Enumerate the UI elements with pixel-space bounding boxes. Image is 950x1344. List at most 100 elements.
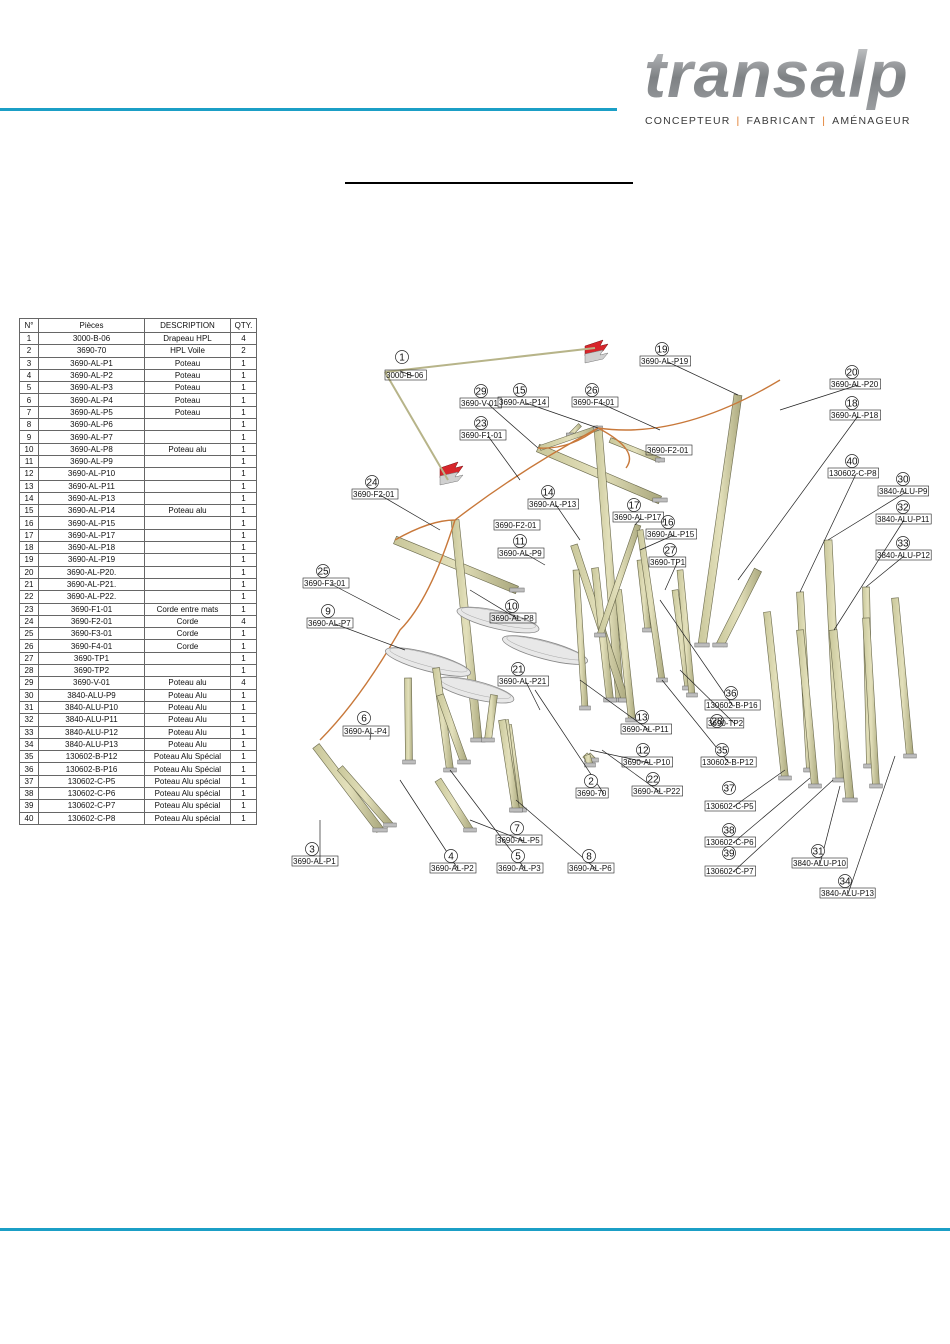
cell-part: 3690-F1-01: [38, 602, 145, 616]
cell-part: 3690-AL-P10: [38, 467, 145, 481]
pole-shape: [434, 777, 474, 833]
cell-part: 3690-AL-P2: [38, 368, 145, 383]
callout-part-label: 3840-ALU-P11: [877, 515, 930, 524]
pole-base-plate: [903, 753, 917, 759]
col-header-description: DESCRIPTION: [144, 318, 231, 333]
cell-number: 28: [19, 664, 39, 678]
cell-qty: 1: [230, 381, 257, 395]
cell-part: 3690-AL-P13: [38, 491, 145, 506]
pole-base-plate: [694, 642, 710, 648]
callout-number: 16: [662, 518, 674, 529]
rope-line: [394, 379, 781, 541]
cell-part: 3690-TP1: [38, 651, 145, 666]
cell-part: 3690-F4-01: [38, 639, 145, 653]
cell-qty: 1: [230, 454, 257, 469]
callout-number-circle: [582, 849, 596, 863]
cell-number: 26: [19, 639, 39, 653]
callout-label-box: [621, 756, 673, 768]
cell-part: 3840-ALU-P10: [38, 700, 145, 715]
cell-description: [144, 528, 231, 543]
callout-number-circle: [513, 534, 527, 548]
callout-part-label: 3690-AL-P2: [431, 864, 474, 873]
callout-label-box: [459, 397, 502, 409]
cell-description: Poteau alu: [144, 676, 231, 690]
cell-qty: 4: [230, 331, 257, 346]
cell-part: 130602-C-P8: [38, 811, 145, 825]
cell-part: 3690-AL-P1: [38, 356, 145, 370]
callout-part-label: 3690-AL-P21: [499, 677, 547, 686]
callout-number: 6: [361, 714, 367, 725]
callout-label-box: [645, 528, 697, 540]
pole-base-plate: [712, 642, 728, 648]
callout-part-label: 3690-AL-P3: [498, 864, 541, 873]
callout-label-box: [612, 511, 664, 523]
pole-shape: [336, 765, 394, 828]
callout-number-circle: [505, 599, 519, 613]
cell-description: Poteau Alu: [144, 700, 231, 715]
callout-part-label: 130602-C-P8: [829, 469, 877, 478]
callout-part-label: 3690-F2-01: [495, 521, 537, 530]
pole-base-plate: [652, 497, 668, 503]
cell-number: 15: [19, 504, 39, 518]
callout-part-label: 130602-C-P5: [706, 802, 754, 811]
callout-number: 15: [514, 386, 526, 397]
callout-number-circle: [722, 823, 736, 837]
tagline-item: AMÉNAGEUR: [832, 115, 911, 127]
cell-qty: 1: [230, 368, 257, 383]
cell-description: Poteau: [144, 393, 231, 407]
callout-part-label: 130602-C-P7: [706, 867, 754, 876]
cell-qty: 1: [230, 799, 257, 813]
cell-qty: 1: [230, 393, 257, 407]
callout-number: 21: [512, 665, 524, 676]
callout-part-label: 3690-AL-P9: [499, 549, 542, 558]
pole-base-plate: [594, 632, 606, 638]
cell-number: 37: [19, 774, 39, 788]
cell-qty: 4: [230, 614, 257, 629]
callout-part-label: 3690-AL-P17: [614, 513, 662, 522]
cell-part: 3690-TP2: [38, 664, 145, 678]
cell-qty: 1: [230, 725, 257, 739]
cell-qty: 1: [230, 627, 257, 641]
cell-description: [144, 479, 231, 493]
cell-qty: 1: [230, 786, 257, 801]
callout-leader: [555, 504, 581, 541]
cell-description: Poteau: [144, 381, 231, 395]
callout-number: 8: [586, 852, 592, 863]
cell-number: 35: [19, 750, 39, 764]
cell-description: [144, 454, 231, 469]
cell-qty: 1: [230, 467, 257, 481]
cell-qty: 1: [230, 491, 257, 506]
cell-qty: 1: [230, 442, 257, 456]
callout-number: 39: [723, 849, 735, 860]
callout-leader: [589, 749, 651, 764]
callout-label-box: [875, 549, 932, 561]
callout-number-circle: [722, 781, 736, 795]
cell-description: Poteau alu: [144, 504, 231, 518]
cell-description: Poteau Alu spécial: [144, 774, 231, 788]
callout-number-circle: [811, 844, 825, 858]
callout-label-box: [384, 369, 427, 381]
callout-number: 25: [317, 567, 329, 578]
callout-number-circle: [444, 849, 458, 863]
cell-number: 8: [19, 418, 39, 432]
callout-number-circle: [724, 686, 738, 700]
callout-leader: [799, 473, 857, 593]
cell-number: 32: [19, 713, 39, 727]
cell-qty: 1: [230, 577, 257, 592]
pole-shape: [636, 529, 666, 681]
callout-number-circle: [845, 396, 859, 410]
cell-qty: 1: [230, 528, 257, 543]
callout-number-circle: [646, 772, 660, 786]
cell-qty: 1: [230, 541, 257, 555]
cell-number: 25: [19, 627, 39, 641]
cell-description: [144, 553, 231, 567]
